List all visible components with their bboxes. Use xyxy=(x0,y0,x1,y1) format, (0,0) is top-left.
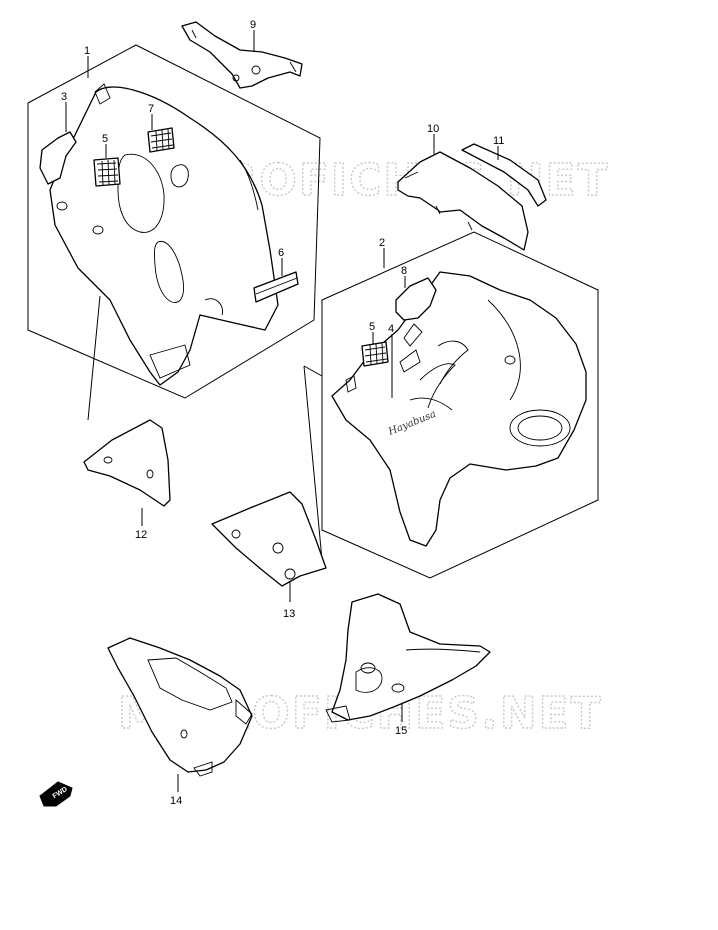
callout-14[interactable]: 14 xyxy=(170,795,182,807)
inner-cover-12[interactable] xyxy=(83,419,171,507)
trim-strip[interactable] xyxy=(461,143,547,207)
guide-line-13b xyxy=(303,365,323,377)
callout-5b[interactable]: 5 xyxy=(369,321,375,333)
inner-panel-upper[interactable] xyxy=(397,151,529,251)
callout-15[interactable]: 15 xyxy=(395,725,407,737)
duct-cover[interactable] xyxy=(395,277,437,321)
guide-line-13 xyxy=(303,365,323,561)
callout-11[interactable]: 11 xyxy=(493,135,504,147)
cowling-bracket[interactable] xyxy=(39,131,77,185)
forward-direction-icon: FWD xyxy=(39,781,73,807)
callout-7[interactable]: 7 xyxy=(148,103,154,115)
callout-9[interactable]: 9 xyxy=(250,19,256,31)
callout-10[interactable]: 10 xyxy=(427,123,439,135)
callout-3[interactable]: 3 xyxy=(61,91,67,103)
callout-13[interactable]: 13 xyxy=(283,608,295,620)
mount-bracket-top[interactable] xyxy=(181,21,303,89)
assembly-frame-1 xyxy=(27,44,321,399)
under-cowling[interactable] xyxy=(325,593,491,723)
callout-12[interactable]: 12 xyxy=(135,529,147,541)
inner-cover-13[interactable] xyxy=(211,491,327,587)
assembly-frame-2 xyxy=(321,231,599,579)
callout-4[interactable]: 4 xyxy=(388,323,394,335)
guide-line-12 xyxy=(87,295,101,421)
callout-2[interactable]: 2 xyxy=(379,237,385,249)
emblem-mesh-7[interactable] xyxy=(147,127,175,153)
emblem-mesh-right[interactable] xyxy=(361,341,389,367)
lower-cowling[interactable] xyxy=(107,637,253,777)
callout-6[interactable]: 6 xyxy=(278,247,284,259)
callout-1[interactable]: 1 xyxy=(84,45,90,57)
front-cowling[interactable]: Hayabusa xyxy=(331,271,587,547)
callout-8[interactable]: 8 xyxy=(401,265,407,277)
rubber-strip[interactable] xyxy=(253,271,299,303)
emblem-mesh-left[interactable] xyxy=(93,157,121,187)
callout-5a[interactable]: 5 xyxy=(102,133,108,145)
